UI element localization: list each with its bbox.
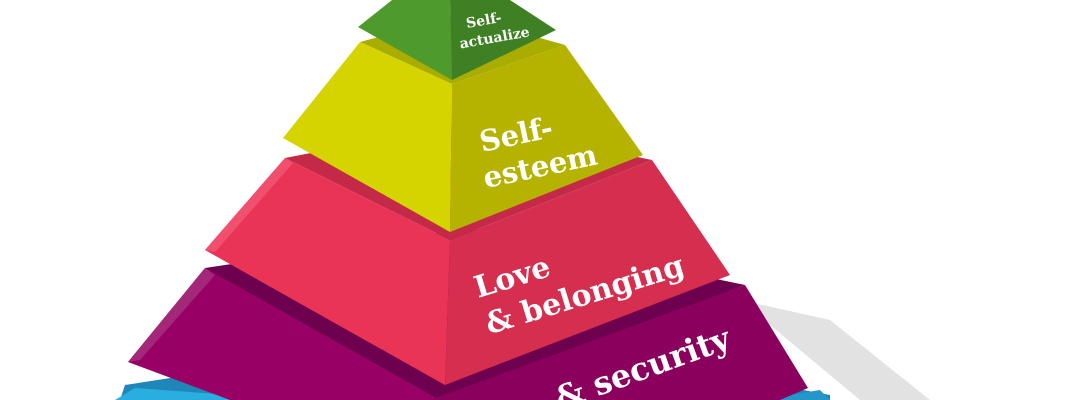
pyramid-shadow [740,300,930,400]
tier-left-face [205,158,450,385]
tier-left-face [283,42,452,232]
tier-edge-highlight [128,268,215,362]
tier-label: Self- [465,10,503,32]
tier-right-face [430,285,808,400]
tier-left-face [358,0,452,80]
tier-right-face [450,45,643,232]
tier-right-face [445,160,730,385]
tier-self-actualization [358,0,556,80]
tier-left-face [128,268,440,400]
tier-edge-highlight [205,158,293,252]
tier-right-face [450,0,556,80]
